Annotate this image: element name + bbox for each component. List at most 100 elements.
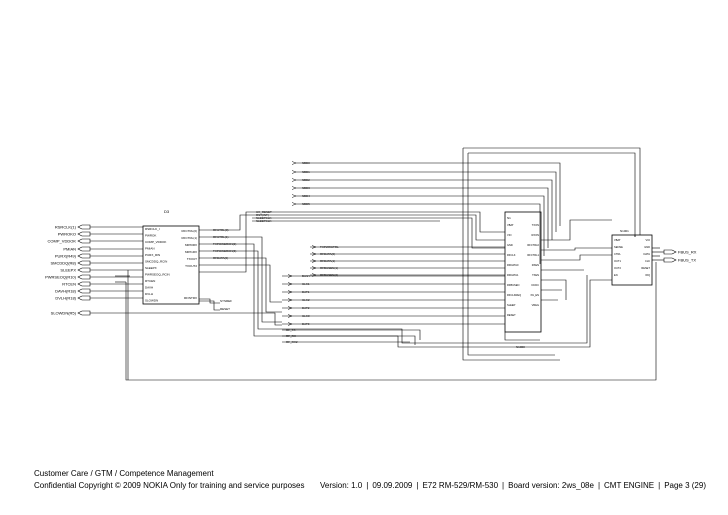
- left-block-pin-2: COMP_VDDOK: [145, 240, 166, 244]
- center-block-pin-5: RFDATA1: [507, 273, 519, 277]
- center-block-pin-9: RESET: [507, 313, 516, 317]
- left-signal-terminal: [77, 253, 91, 259]
- center-ic-block: N1 VBATVIOGNDRFCLKRFDATA0RFDATA1RFBUSENR…: [504, 211, 542, 349]
- right-signal-terminal: [663, 249, 677, 255]
- left-block-pin-1: PWROK: [145, 234, 156, 238]
- right-block-title: N1001: [620, 229, 629, 233]
- center-block-title: N1: [507, 216, 511, 220]
- right-block-pin-2: CTRL: [614, 252, 621, 256]
- left-block-pin-6: SLEEPX: [145, 266, 157, 270]
- right-ic-block: N1001 VBATSENSECTRLOUT1OUT2ENVIOGNDDATAC…: [611, 229, 653, 286]
- right-block-pin-9: CLK: [645, 259, 650, 263]
- center-block-pin-2: GND: [507, 243, 513, 247]
- right-block-pin-7: GND: [644, 245, 650, 249]
- right-block-pin-4: OUT2: [614, 266, 621, 270]
- left-signal-list: RSRCLK(1) PWROKO COMP_VDDOK PMIAN PURX(R49) S…: [45, 225, 282, 326]
- left-block-out-0: RFCTRL(0): [182, 229, 198, 233]
- right-block-pin-6: VIO: [646, 238, 650, 242]
- wire-center-lower: [282, 275, 505, 325]
- center-block-footer: N1000: [516, 345, 525, 349]
- right-signal-0: FBUS_RX: [678, 250, 697, 255]
- bus-arrow: [291, 202, 297, 206]
- right-signal-terminal: [663, 257, 677, 263]
- mid-label-2: TXPOWERON(2): [213, 242, 236, 246]
- right-signal-list: FBUS_RX FBUS_TX: [652, 250, 697, 263]
- center-block-pin-10: TXON: [532, 223, 539, 227]
- center-block-pin-3: RFCLK: [507, 253, 516, 257]
- left-signal-terminal: [77, 295, 91, 301]
- right-block-pin-5: EN: [614, 273, 618, 277]
- left-signal-terminal: [77, 281, 91, 287]
- footer-version: Version: 1.0: [320, 481, 363, 490]
- center-block-pin-12: RFCTRL0: [527, 243, 539, 247]
- wire-top-bus-routes: [296, 147, 641, 361]
- left-block-pin-10: DVLH: [145, 292, 153, 296]
- left-signal-terminal: [77, 267, 91, 273]
- left-signal-11: SLOWDN(R5): [51, 311, 77, 316]
- left-signal-3: PMIAN: [63, 247, 76, 252]
- mid-labels: RFCTRL(0) RFCTRL(1) TXPOWERON(2) TXPOWERON(…: [213, 228, 236, 260]
- left-signal-4: PURX(R49): [55, 254, 77, 259]
- wire-center-top: [252, 211, 505, 249]
- bus-arrow: [291, 178, 297, 182]
- right-block-pin-3: OUT1: [614, 259, 621, 263]
- left-signal-6: SLEEPX: [60, 268, 76, 273]
- left-block-pin-0: RSRCLK_I: [145, 227, 160, 231]
- left-block-pin-4: PURX_RIN: [145, 253, 160, 257]
- left-signal-8: RTCEN: [62, 282, 76, 287]
- center-block-pin-15: TXEN: [532, 273, 539, 277]
- left-signal-0: RSRCLK(1): [55, 225, 77, 230]
- center-block-pin-1: VIO: [507, 233, 511, 237]
- left-block-title: D3: [164, 209, 170, 214]
- center-block-pin-8: SLEEP: [507, 303, 516, 307]
- center-block-pin-17: PA_EN: [531, 293, 539, 297]
- right-signal-1: FBUS_TX: [678, 258, 696, 263]
- left-signal-terminal: [77, 231, 91, 237]
- right-block-pin-10: RESET: [641, 266, 650, 270]
- footer-page: Page 3 (29): [664, 481, 706, 490]
- bus-arrow: [291, 194, 297, 198]
- center-block-pins: VBATVIOGNDRFCLKRFDATA0RFDATA1RFBUSENRFCL…: [507, 223, 540, 317]
- mid-label-4: RFDATA(0): [213, 256, 228, 260]
- left-block-pin-9: DAVH: [145, 286, 153, 290]
- left-block-pin-7: PWRSEOQ_RCIN: [145, 273, 170, 277]
- left-signal-5: SMCDDQ(R8): [50, 261, 76, 266]
- right-block-pin-11: IRQ: [645, 273, 650, 277]
- left-block-out-6: RFINTRX: [184, 296, 197, 300]
- mid-label-0: RFCTRL(0): [213, 228, 229, 232]
- left-signal-terminal: [77, 310, 91, 316]
- center-block-pin-16: DCDC: [532, 283, 540, 287]
- wire-center-right: [504, 219, 612, 341]
- wire-left-loops: [115, 262, 657, 381]
- footer-date: 09.09.2009: [372, 481, 413, 490]
- left-signal-9: DAVH(R18): [55, 289, 76, 294]
- mid-label-3: TXPOWERON(3): [213, 249, 236, 253]
- left-block-pin-5: SMCDDQ_RCIN: [145, 260, 167, 264]
- left-signal-10: DVLH(R18): [55, 296, 76, 301]
- footer-board: Board version: 2ws_08e: [508, 481, 594, 490]
- right-block-pin-1: SENSE: [614, 245, 623, 249]
- center-block-pin-14: RXEN: [532, 263, 539, 267]
- wire-right: [634, 232, 660, 257]
- center-block-pin-7: RFCLKREQ: [507, 293, 521, 297]
- left-signal-1: PWROKO: [58, 232, 76, 237]
- right-block-pin-8: DATA: [643, 252, 650, 256]
- left-signal-terminal: [77, 288, 91, 294]
- stub-label-1: RESET: [220, 307, 230, 311]
- center-block-pin-4: RFDATA0: [507, 263, 519, 267]
- left-block-pin-11: SLOWDN: [145, 299, 158, 303]
- left-block-pin-3: PMIAN: [145, 247, 155, 251]
- bus-arrow: [291, 186, 297, 190]
- mid-label-1: RFCTRL(1): [213, 235, 229, 239]
- left-signal-terminal: [77, 238, 91, 244]
- left-signal-terminal: [77, 260, 91, 266]
- left-signal-terminal: [77, 224, 91, 230]
- left-block-out-2: MIPI0RX: [185, 243, 197, 247]
- left-block-out-3: MIPI1RX: [185, 250, 197, 254]
- left-block-pin-8: RTCEN: [145, 279, 155, 283]
- left-signal-terminal: [77, 246, 91, 252]
- center-block-pin-13: RFCTRL1: [527, 253, 539, 257]
